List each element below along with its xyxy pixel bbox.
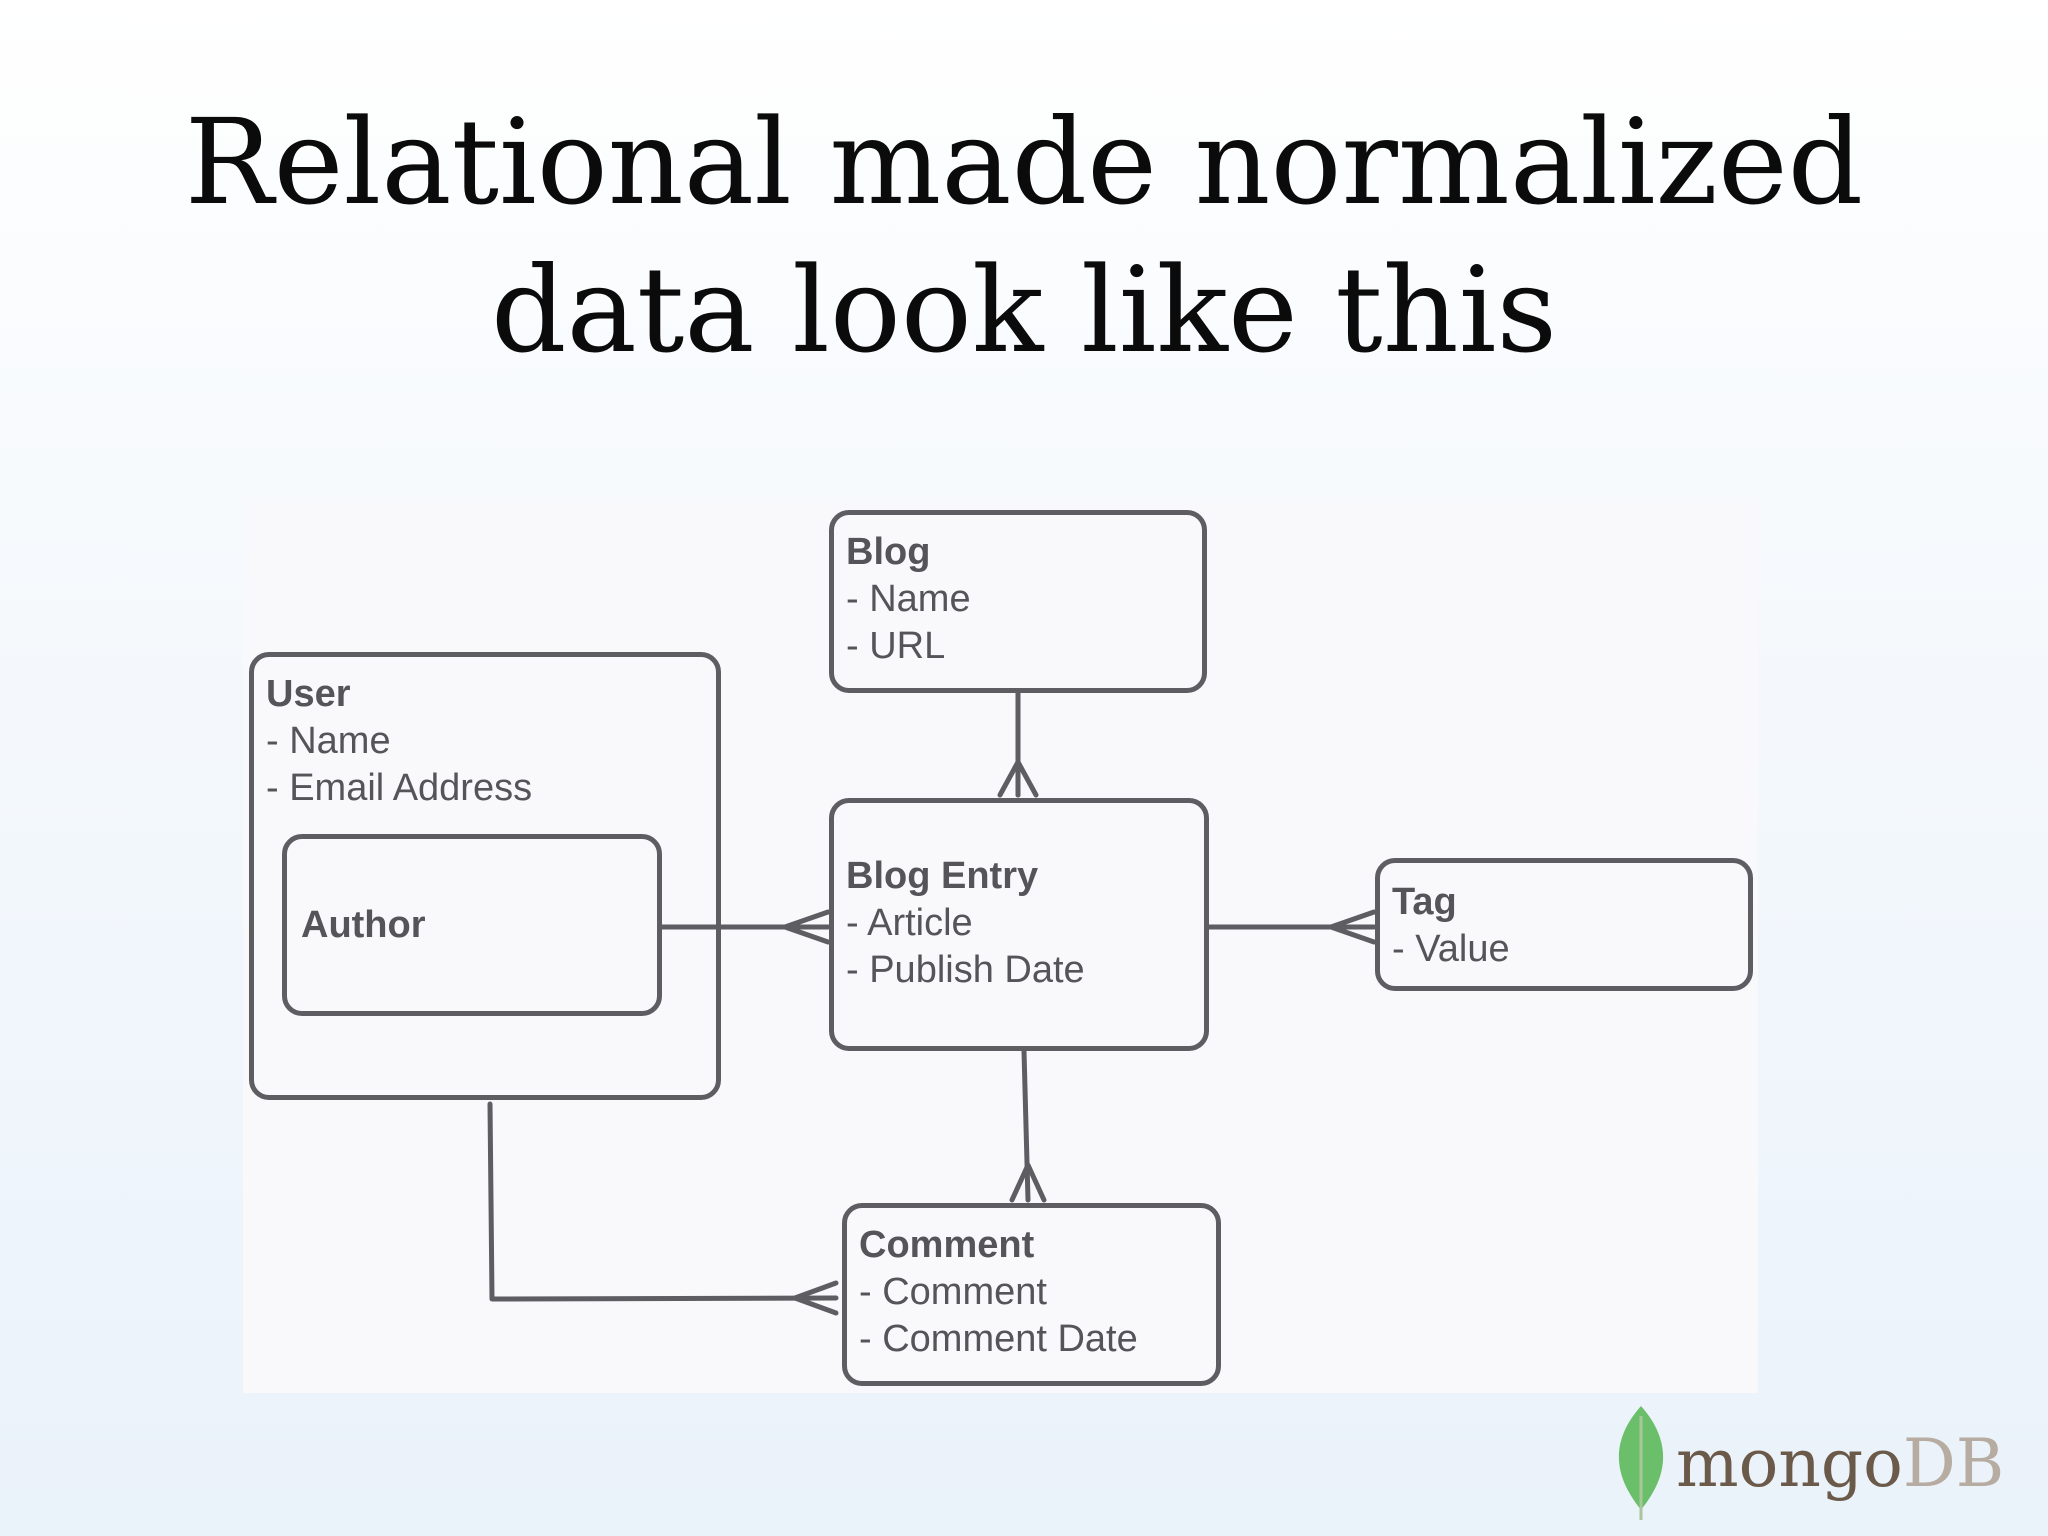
entity-name: Tag — [1392, 881, 1457, 923]
entity-name: Blog — [846, 531, 931, 573]
crowfoot-user-comment — [792, 1280, 839, 1316]
entity-name: Author — [301, 903, 426, 946]
entity-attribute: - Publish Date — [846, 949, 1085, 991]
logo-word-part2: DB — [1902, 1425, 2005, 1502]
mongodb-logo: mongoDB — [1606, 1402, 2026, 1522]
entity-attribute: - Comment Date — [859, 1318, 1138, 1360]
entity-name: Comment — [859, 1224, 1035, 1266]
entity-attribute: - URL — [846, 625, 946, 667]
connector-entry-comment — [1021, 1048, 1031, 1203]
crowfoot-entry-tag — [1328, 909, 1377, 945]
entity-name: Blog Entry — [846, 855, 1039, 897]
title-line-2: data look like this — [490, 241, 1558, 379]
entity-user: User - Name - Email Address — [249, 652, 721, 1100]
diagram-panel — [243, 503, 1758, 1393]
logo-wordmark: mongoDB — [1676, 1424, 2004, 1504]
entity-name: User — [266, 673, 351, 715]
slide-title: Relational made normalized data look lik… — [0, 88, 2048, 384]
connector-user-comment — [487, 1101, 839, 1302]
crowfoot-blog-entry — [997, 759, 1039, 798]
entity-attribute: - Article — [846, 902, 973, 944]
entity-attribute: - Value — [1392, 928, 1510, 970]
entity-attribute: - Name — [846, 578, 971, 620]
entity-blog-entry: Blog Entry - Article - Publish Date — [829, 798, 1209, 1051]
logo-word-part1: mongo — [1676, 1425, 1903, 1502]
title-line-1: Relational made normalized — [184, 93, 1864, 231]
entity-author: Author — [282, 834, 662, 1016]
entity-attribute: - Comment — [859, 1271, 1047, 1313]
entity-attribute: - Name — [266, 720, 391, 762]
crowfoot-entry-comment — [1009, 1162, 1047, 1203]
entity-tag: Tag - Value — [1375, 858, 1753, 991]
entity-attribute: - Email Address — [266, 767, 533, 809]
entity-blog: Blog - Name - URL — [829, 510, 1207, 693]
mongodb-leaf-icon — [1618, 1406, 1664, 1520]
crowfoot-author-entry — [782, 909, 831, 945]
entity-comment: Comment - Comment - Comment Date — [842, 1203, 1221, 1386]
